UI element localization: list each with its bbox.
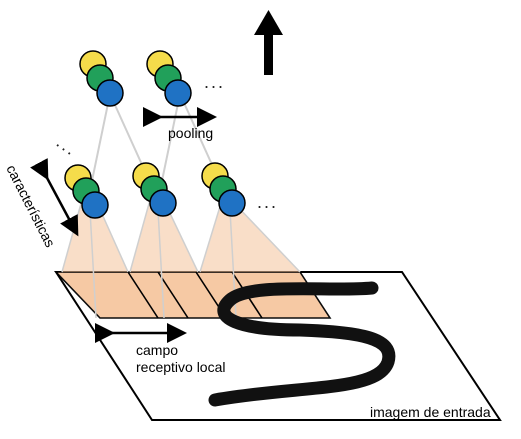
ellipsis-pooled: ... — [204, 72, 225, 92]
features-arrow-icon — [30, 158, 79, 237]
input-stroke-s — [208, 281, 396, 407]
pooling-label: pooling — [168, 125, 213, 141]
pooled-stack-2 — [146, 50, 192, 107]
feature-stack-1 — [64, 164, 109, 219]
features-label: características — [3, 162, 58, 250]
receptive-field-label-line2: receptivo local — [136, 359, 226, 375]
ellipsis-features-top: ... — [53, 132, 82, 160]
feature-stack-2 — [132, 162, 177, 217]
input-image-label: imagem de entrada — [370, 404, 491, 420]
receptive-field-label-line1: campo — [136, 342, 178, 358]
pooled-stack-1 — [79, 50, 124, 107]
feature-stack-3 — [201, 162, 246, 217]
up-arrow-icon — [254, 10, 283, 75]
ellipsis-features-right: ... — [257, 192, 278, 212]
